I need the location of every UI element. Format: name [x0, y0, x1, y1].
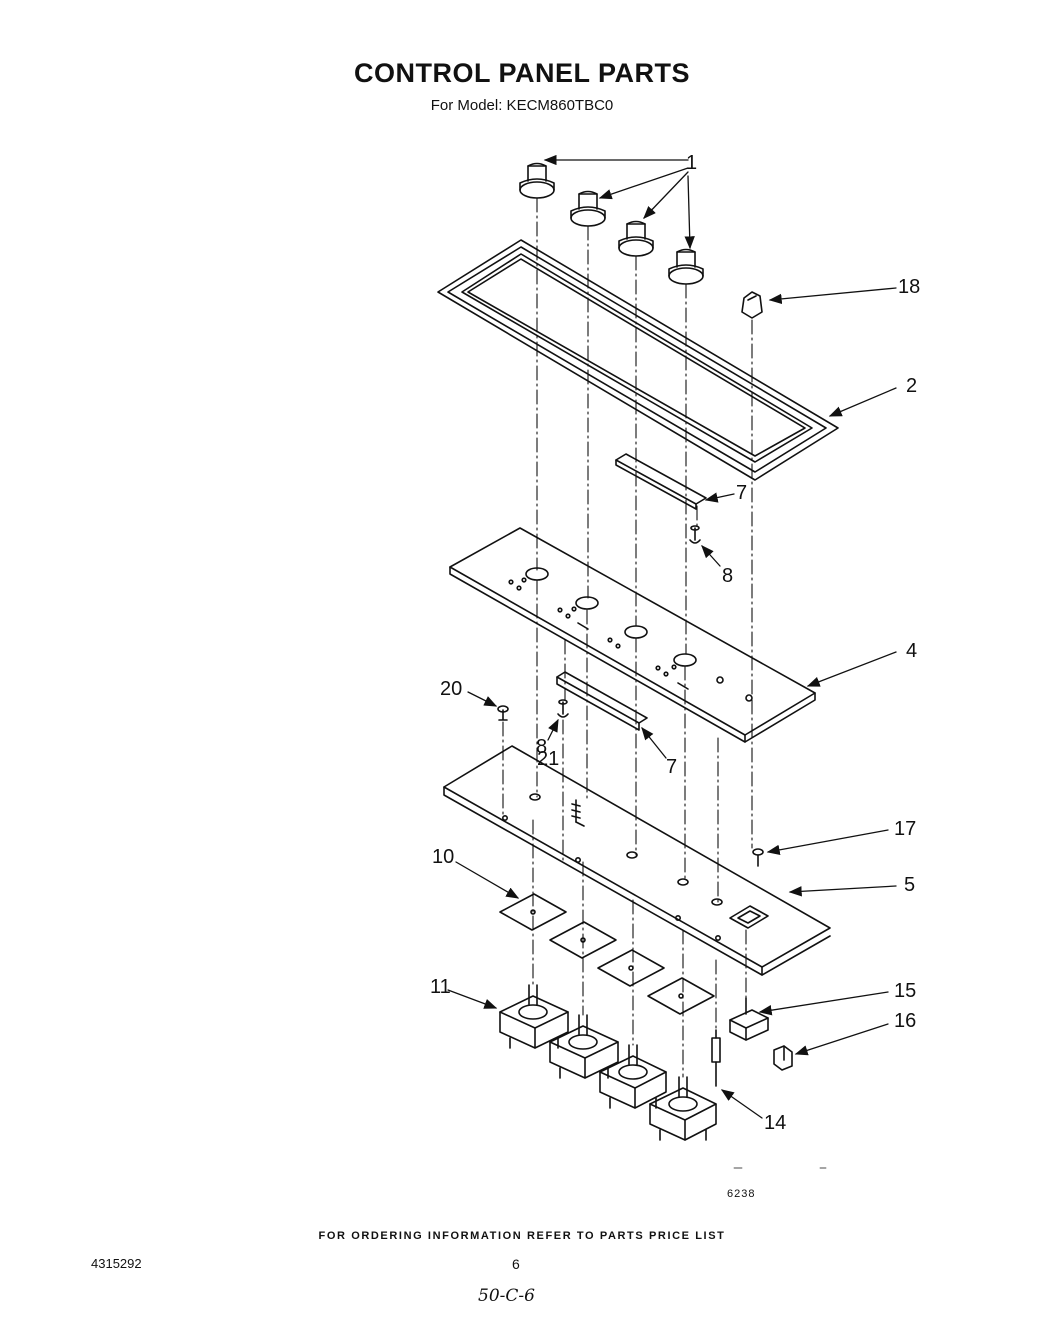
- switch-15: [729, 997, 769, 1041]
- callout-20: 20: [440, 678, 463, 700]
- part-16: [773, 1045, 793, 1071]
- ordering-footer: FOR ORDERING INFORMATION REFER TO PARTS …: [318, 1230, 726, 1242]
- callout-15: 15: [894, 980, 917, 1002]
- insulator-pad-4: [647, 977, 715, 1015]
- callout-18: 18: [898, 276, 921, 298]
- spring-21: [571, 799, 585, 827]
- trim-frame: [437, 239, 839, 481]
- callout-14: 14: [764, 1112, 787, 1134]
- screw-8-bottom: [557, 699, 569, 718]
- insulator-pad-3: [597, 949, 665, 987]
- knob-4: [668, 248, 704, 285]
- callout-2: 2: [906, 375, 918, 397]
- page-number: 6: [512, 1256, 520, 1272]
- alignment-lines: [502, 197, 753, 1078]
- switch-2: [549, 1014, 619, 1079]
- callout-16: 16: [894, 1010, 917, 1032]
- callout-leaders: [447, 154, 897, 1119]
- callout-5: 5: [904, 874, 916, 896]
- document-number: 4315292: [91, 1256, 142, 1271]
- knob-1: [519, 162, 555, 199]
- callout-10: 10: [432, 846, 455, 868]
- knob-3: [618, 220, 654, 257]
- handwritten-note: 50-C-6: [478, 1286, 535, 1306]
- drawing-number: 6238: [727, 1188, 756, 1200]
- switch-4: [649, 1076, 717, 1141]
- screw-20: [497, 705, 509, 721]
- callout-8-bottom: 8: [536, 736, 548, 758]
- page-title: CONTROL PANEL PARTS: [353, 58, 691, 88]
- callout-7-bottom: 7: [666, 756, 678, 778]
- callout-11: 11: [430, 976, 451, 998]
- callout-21: 21: [537, 748, 560, 770]
- switch-3: [599, 1044, 667, 1109]
- callout-17: 17: [894, 818, 917, 840]
- screw-8-top: [689, 525, 701, 544]
- model-subtitle: For Model: KECM860TBC0: [430, 97, 614, 114]
- indicator-light-14: [711, 1029, 721, 1087]
- bracket-strip-bottom: [556, 671, 648, 731]
- callout-8-top: 8: [722, 565, 734, 587]
- knob-18: [741, 291, 763, 319]
- bracket-strip-top: [615, 453, 707, 510]
- callout-4: 4: [906, 640, 918, 662]
- callout-1: 1: [686, 152, 698, 174]
- screw-17: [752, 848, 764, 867]
- mounting-plate: [443, 745, 831, 976]
- knob-2: [570, 190, 606, 227]
- callout-7-top: 7: [736, 482, 748, 504]
